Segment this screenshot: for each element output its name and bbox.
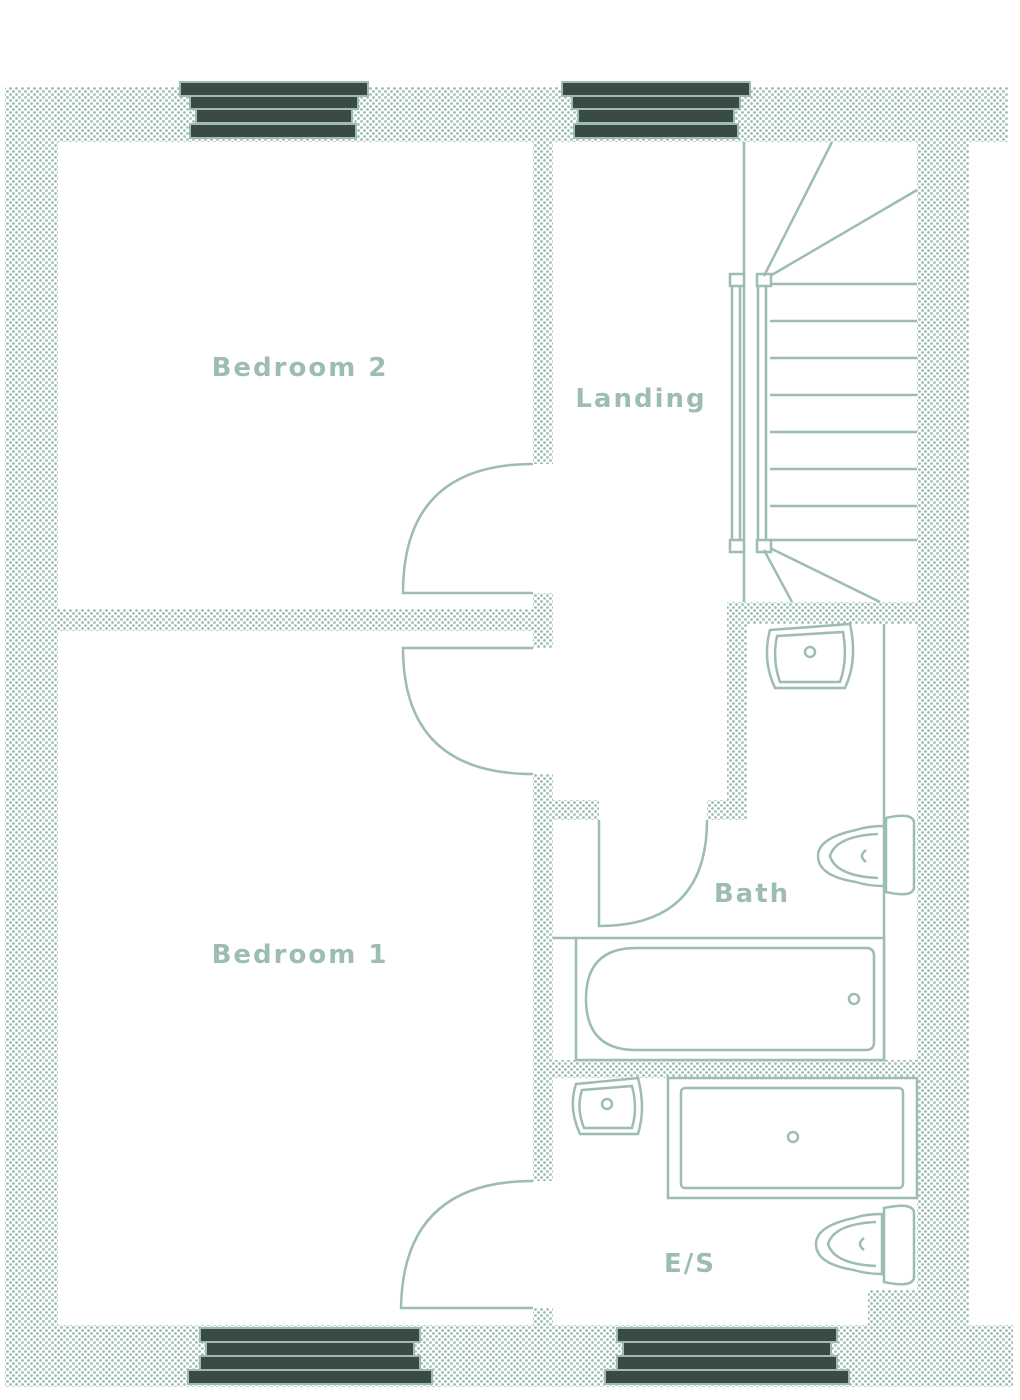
wall-bed1-ensuite — [533, 1308, 553, 1328]
door-bath — [597, 819, 709, 928]
wall-landing-bath-top — [727, 602, 917, 624]
label-bath: Bath — [714, 879, 790, 909]
basin-bath — [765, 622, 855, 690]
windows — [179, 81, 850, 1385]
walls — [5, 87, 1013, 1387]
staircase — [728, 141, 918, 604]
door-ensuite — [399, 1179, 534, 1310]
window-bedroom1 — [187, 1327, 433, 1385]
toilet-ensuite — [814, 1204, 916, 1286]
toilet-bath — [816, 814, 916, 896]
wall-right-lower — [917, 600, 969, 1340]
label-landing: Landing — [575, 384, 706, 414]
label-ensuite: E/S — [664, 1249, 716, 1279]
door-bedroom2 — [401, 462, 534, 595]
basin-ensuite — [571, 1076, 644, 1136]
wall-bath-stub-right — [707, 800, 747, 820]
wall-left — [5, 87, 58, 1387]
bath-fixtures — [553, 622, 916, 1062]
wall-bottom — [5, 1325, 1013, 1387]
wall-right-upper — [917, 87, 969, 607]
wall-top — [5, 87, 1008, 142]
wall-bath-stub-left — [553, 800, 599, 820]
doors — [399, 462, 709, 1310]
bathtub — [553, 936, 886, 1062]
wall-bed2-landing-low — [533, 593, 553, 648]
label-bedroom1: Bedroom 1 — [212, 940, 389, 970]
door-bedroom1 — [401, 646, 534, 776]
window-bedroom2 — [179, 81, 369, 139]
shower-tray — [666, 1076, 919, 1200]
wall-bed2-bed1 — [58, 609, 533, 631]
ensuite-fixtures — [571, 1076, 919, 1286]
room-labels: Bedroom 2 Landing Bedroom 1 Bath E/S — [212, 353, 790, 1279]
wall-landing-bath-side — [727, 602, 747, 820]
wall-bath-ensuite — [553, 1060, 917, 1078]
wall-bed1-bath — [533, 774, 553, 1181]
wall-ensuite-corner — [868, 1290, 917, 1330]
window-ensuite — [604, 1327, 850, 1385]
window-landing — [561, 81, 751, 139]
label-bedroom2: Bedroom 2 — [212, 353, 389, 383]
wall-bed2-landing — [533, 142, 553, 464]
